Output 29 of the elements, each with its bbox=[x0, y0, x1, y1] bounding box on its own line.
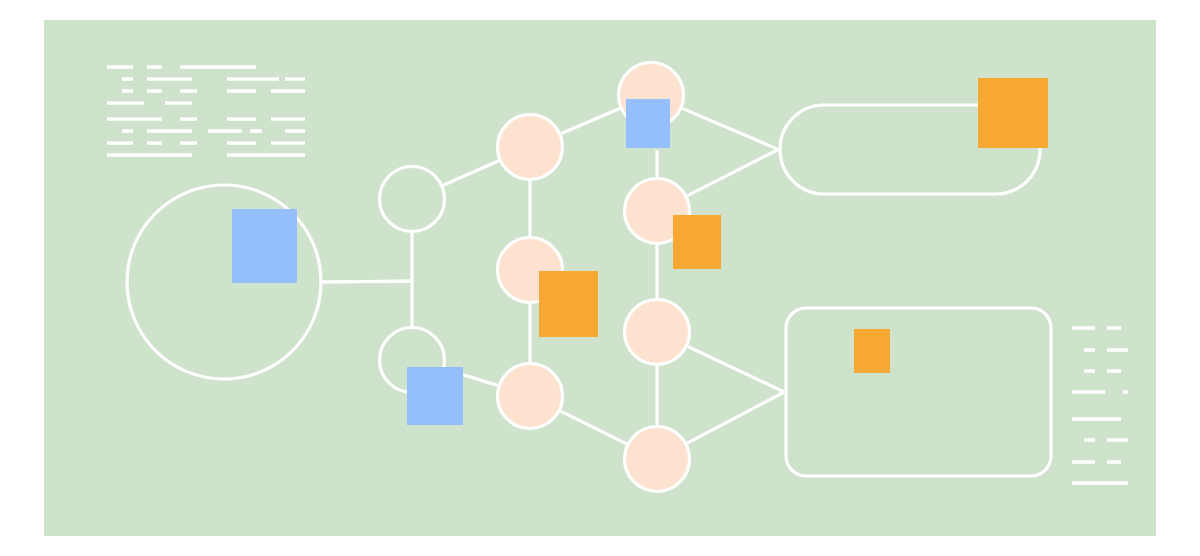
square-tile bbox=[539, 271, 598, 337]
connector-line bbox=[686, 148, 780, 197]
connector-line bbox=[655, 150, 659, 177]
circle-node bbox=[495, 112, 565, 182]
square-tile bbox=[854, 329, 890, 373]
connector-line bbox=[681, 106, 780, 151]
circle-node bbox=[495, 361, 565, 431]
connector-line bbox=[528, 304, 532, 362]
connector-line bbox=[559, 409, 628, 446]
connector-line bbox=[322, 279, 414, 326]
circle-node bbox=[616, 60, 686, 148]
circle-node bbox=[622, 176, 692, 246]
large-circle bbox=[125, 183, 323, 381]
connector-line bbox=[528, 181, 532, 236]
square-tile bbox=[673, 215, 721, 269]
circle-node bbox=[622, 424, 692, 494]
connector-line bbox=[462, 373, 499, 388]
connector-line bbox=[655, 245, 659, 298]
square-tile bbox=[978, 78, 1048, 148]
connector-line bbox=[686, 390, 786, 445]
connector-line bbox=[442, 159, 500, 187]
connector-line bbox=[687, 345, 786, 394]
rounded-rectangle bbox=[784, 306, 1053, 478]
square-tile bbox=[407, 367, 463, 425]
connector-line bbox=[560, 107, 621, 135]
outline-circle bbox=[377, 164, 447, 234]
square-tile bbox=[232, 209, 297, 283]
circle-node bbox=[622, 297, 692, 367]
connector-line bbox=[655, 366, 659, 425]
